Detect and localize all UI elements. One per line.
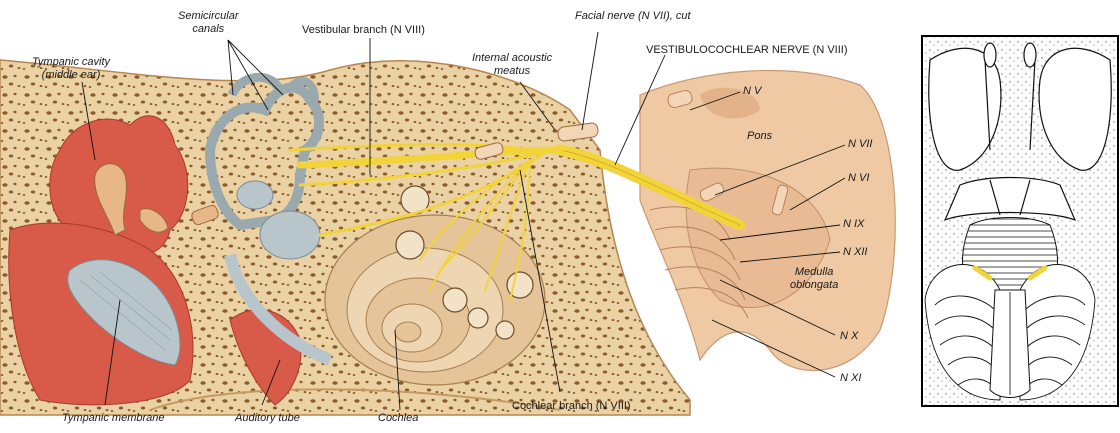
inset-medulla bbox=[990, 290, 1030, 398]
